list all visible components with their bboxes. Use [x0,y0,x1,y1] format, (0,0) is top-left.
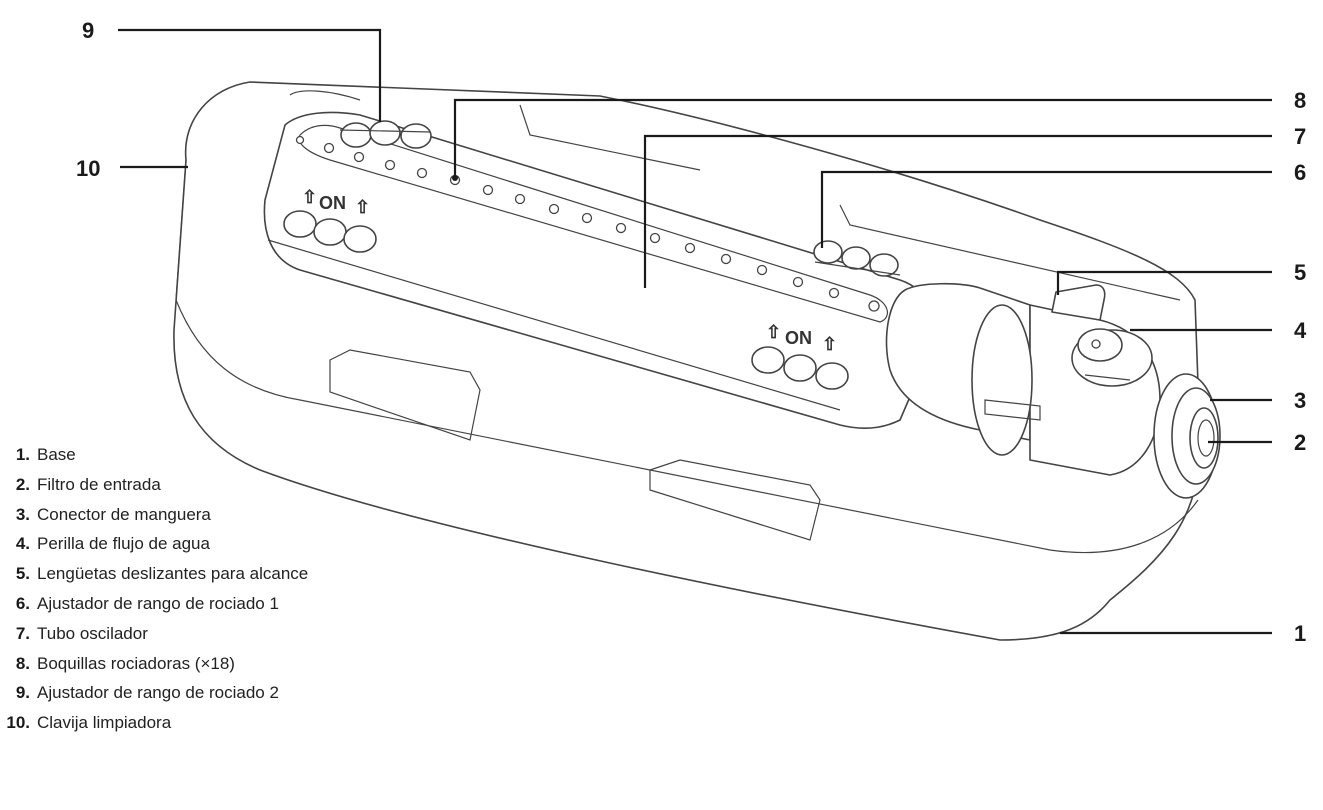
left-on-label: ON [319,193,346,213]
legend-item: 8. Boquillas rociadoras (×18) [0,649,308,679]
legend-item: 5. Lengüetas deslizantes para alcance [0,559,308,589]
callout-7: 7 [1294,124,1306,149]
left-arrow-up-icon: ⇧ [302,187,317,207]
legend-label: Filtro de entrada [37,474,161,494]
parts-legend: 1. Base 2. Filtro de entrada 3. Conector de… [0,440,308,738]
callout-6: 6 [1294,160,1306,185]
legend-item: 4. Perilla de flujo de agua [0,529,308,559]
legend-number: 4. [15,534,30,554]
legend-item: 3. Conector de manguera [0,500,308,530]
legend-item: 6. Ajustador de rango de rociado 1 [0,589,308,619]
legend-label: Base [37,445,76,464]
callout-4: 4 [1294,318,1307,343]
callout-5: 5 [1294,260,1306,285]
legend-number: 6. [15,593,30,613]
legend-number: 1. [15,445,30,464]
left-on-adjuster: ⇧ ON ⇧ [283,187,377,253]
left-arrow-up-icon-2: ⇧ [355,197,370,217]
spray-nozzles [295,135,880,312]
legend-label: Boquillas rociadoras (×18) [37,653,235,673]
legend-number: 8. [15,653,30,673]
spray-range-adjuster-2 [339,120,432,149]
legend-number: 7. [15,623,30,643]
right-arrow-up-icon-2: ⇧ [822,334,837,354]
callout-1: 1 [1294,621,1306,646]
callout-8: 8 [1294,88,1306,113]
right-arrow-up-icon: ⇧ [766,322,781,342]
right-on-adjuster: ⇧ ON ⇧ [751,322,849,390]
legend-item: 1. Base [0,440,308,470]
legend-label: Tubo oscilador [37,623,148,643]
callout-9: 9 [82,18,94,43]
callout-10: 10 [76,156,100,181]
callout-2: 2 [1294,430,1306,455]
legend-label: Ajustador de rango de rociado 1 [37,593,279,613]
legend-item: 2. Filtro de entrada [0,470,308,500]
legend-label: Clavija limpiadora [37,713,172,733]
leader-lines [118,28,1272,635]
legend-number: 5. [15,564,30,584]
legend-number: 3. [15,504,30,524]
legend-number: 10. [6,713,30,733]
reach-slide-tabs [1051,284,1106,321]
legend-number: 2. [15,474,30,494]
right-on-label: ON [785,328,812,348]
water-flow-knob [1071,328,1153,387]
legend-label: Ajustador de rango de rociado 2 [37,683,279,703]
callout-3: 3 [1294,388,1306,413]
legend-item: 7. Tubo oscilador [0,619,308,649]
callout-numbers: 9 10 8 7 6 5 4 3 2 1 [76,18,1307,646]
legend-item: 10. Clavija limpiadora [0,708,308,738]
legend-number: 9. [15,683,30,703]
legend-label: Lengüetas deslizantes para alcance [37,564,309,584]
legend-label: Conector de manguera [37,504,211,524]
inlet-filter [1189,407,1219,469]
legend-label: Perilla de flujo de agua [37,534,210,554]
legend-item: 9. Ajustador de rango de rociado 2 [0,678,308,708]
